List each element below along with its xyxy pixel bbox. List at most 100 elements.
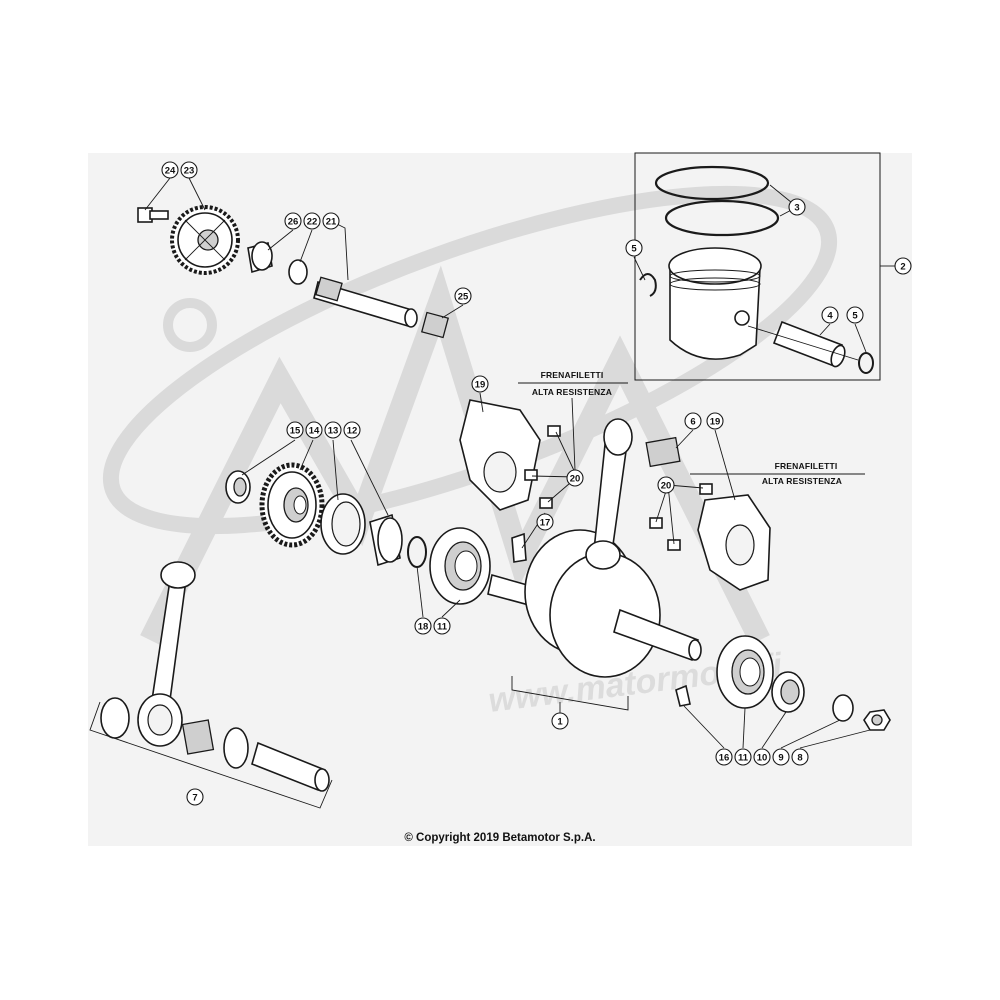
svg-text:26: 26 bbox=[288, 217, 299, 228]
svg-text:12: 12 bbox=[347, 426, 358, 437]
shaft-21 bbox=[313, 276, 418, 328]
svg-text:24: 24 bbox=[165, 166, 176, 177]
copyright-text: © Copyright 2019 Betamotor S.p.A. bbox=[404, 832, 596, 844]
circlip-right bbox=[858, 352, 874, 374]
svg-text:5: 5 bbox=[852, 311, 858, 322]
svg-text:25: 25 bbox=[458, 292, 469, 303]
needle-bearing-25 bbox=[420, 311, 450, 339]
note-threadlocker-left: FRENAFILETTI ALTA RESISTENZA bbox=[518, 370, 628, 471]
callout-3: 3 bbox=[788, 198, 806, 216]
callout-21: 21 bbox=[322, 212, 340, 230]
washer-9 bbox=[832, 694, 854, 722]
piston-kit-box bbox=[634, 152, 881, 381]
svg-text:11: 11 bbox=[738, 753, 749, 764]
connecting-rod-kit bbox=[100, 561, 330, 792]
gear-23 bbox=[170, 205, 240, 275]
callout-16: 16 bbox=[715, 748, 733, 766]
leader-lines bbox=[144, 177, 871, 749]
circlip-left bbox=[639, 273, 657, 297]
svg-text:FRENAFILETTI: FRENAFILETTI bbox=[541, 370, 604, 380]
svg-text:10: 10 bbox=[757, 753, 768, 764]
svg-text:FRENAFILETTI: FRENAFILETTI bbox=[775, 461, 838, 471]
bolts-20-left bbox=[524, 425, 561, 509]
oring-18 bbox=[407, 536, 427, 568]
callout-11-right: 11 bbox=[734, 748, 752, 766]
nut-15 bbox=[225, 470, 251, 504]
callout-20-left: 20 bbox=[566, 469, 584, 487]
key-16 bbox=[675, 684, 691, 707]
svg-text:3: 3 bbox=[794, 203, 799, 214]
spacer-12 bbox=[369, 513, 403, 567]
svg-text:23: 23 bbox=[184, 166, 195, 177]
svg-text:20: 20 bbox=[570, 474, 581, 485]
bearing-11-right bbox=[716, 635, 774, 709]
svg-text:ALTA RESISTENZA: ALTA RESISTENZA bbox=[762, 476, 842, 486]
nut-8 bbox=[863, 709, 891, 731]
svg-text:15: 15 bbox=[290, 426, 301, 437]
svg-text:5: 5 bbox=[631, 244, 637, 255]
callout-26: 26 bbox=[284, 212, 302, 230]
piston bbox=[668, 247, 762, 360]
svg-text:4: 4 bbox=[827, 311, 833, 322]
connecting-rod bbox=[585, 418, 633, 570]
svg-text:8: 8 bbox=[797, 753, 802, 764]
callout-22: 22 bbox=[303, 212, 321, 230]
callout-18: 18 bbox=[414, 617, 432, 635]
piston-ring-lower bbox=[664, 199, 780, 237]
needle-bearing-6 bbox=[645, 436, 681, 468]
gear-14 bbox=[259, 462, 325, 548]
svg-text:6: 6 bbox=[690, 417, 695, 428]
crankshaft-1 bbox=[487, 529, 702, 678]
callout-7: 7 bbox=[186, 788, 204, 806]
counterweight-19-right bbox=[697, 494, 771, 591]
bearing-11-left bbox=[429, 527, 491, 605]
svg-text:16: 16 bbox=[719, 753, 730, 764]
callout-11-left: 11 bbox=[433, 617, 451, 635]
svg-text:ALTA RESISTENZA: ALTA RESISTENZA bbox=[532, 387, 612, 397]
svg-text:22: 22 bbox=[307, 217, 318, 228]
note-threadlocker-right: FRENAFILETTI ALTA RESISTENZA bbox=[690, 461, 865, 486]
svg-text:7: 7 bbox=[192, 793, 197, 804]
callout-12: 12 bbox=[343, 421, 361, 439]
callout-19-left: 19 bbox=[471, 375, 489, 393]
callout-24: 24 bbox=[161, 161, 179, 179]
callout-15: 15 bbox=[286, 421, 304, 439]
bolts-20-right bbox=[649, 483, 713, 551]
svg-text:11: 11 bbox=[437, 622, 448, 633]
svg-text:14: 14 bbox=[309, 426, 320, 437]
callout-14: 14 bbox=[305, 421, 323, 439]
svg-text:20: 20 bbox=[661, 481, 672, 492]
seal-10 bbox=[771, 671, 805, 713]
callout-13: 13 bbox=[324, 421, 342, 439]
callout-6: 6 bbox=[684, 412, 702, 430]
bearing-26 bbox=[247, 241, 273, 274]
svg-text:17: 17 bbox=[540, 518, 551, 529]
svg-text:9: 9 bbox=[778, 753, 783, 764]
callout-17: 17 bbox=[536, 513, 554, 531]
callout-20-right: 20 bbox=[657, 476, 675, 494]
counterweight-19-left bbox=[459, 399, 541, 511]
callout-8: 8 bbox=[791, 748, 809, 766]
svg-text:2: 2 bbox=[900, 262, 905, 273]
callout-5-right: 5 bbox=[846, 306, 864, 324]
svg-text:13: 13 bbox=[328, 426, 339, 437]
svg-text:18: 18 bbox=[418, 622, 429, 633]
callout-10: 10 bbox=[753, 748, 771, 766]
callout-2: 2 bbox=[894, 257, 912, 275]
svg-text:19: 19 bbox=[710, 417, 721, 428]
svg-text:19: 19 bbox=[475, 380, 486, 391]
svg-text:21: 21 bbox=[326, 217, 337, 228]
piston-ring-upper bbox=[654, 165, 770, 201]
callout-9: 9 bbox=[772, 748, 790, 766]
callout-25: 25 bbox=[454, 287, 472, 305]
piston-pin bbox=[772, 320, 846, 368]
bolt-24 bbox=[137, 207, 169, 223]
washer-22 bbox=[288, 259, 308, 285]
callout-5-left: 5 bbox=[625, 239, 643, 257]
callout-19-right: 19 bbox=[706, 412, 724, 430]
callout-23: 23 bbox=[180, 161, 198, 179]
callout-4: 4 bbox=[821, 306, 839, 324]
callout-1: 1 bbox=[551, 712, 569, 730]
